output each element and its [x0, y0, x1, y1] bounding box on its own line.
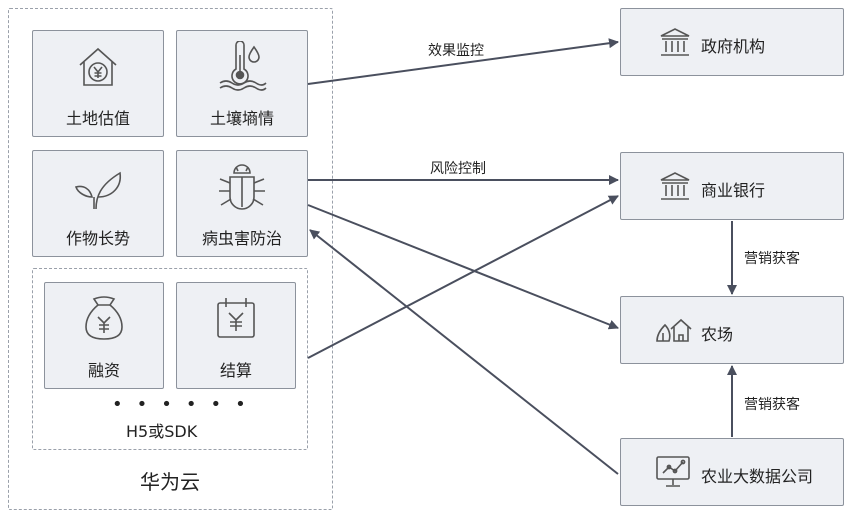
edge-label-marketing-company-farm: 营销获客 [744, 397, 800, 413]
farm-house-icon [655, 317, 693, 347]
platform-name: 华为云 [140, 470, 200, 494]
entity-agri-data-company: 农业大数据公司 [620, 438, 844, 506]
money-bag-icon [82, 293, 126, 347]
tile-crop-growth: 作物长势 [32, 150, 164, 257]
tile-financing: 融资 [44, 282, 164, 389]
tile-label: 结算 [219, 361, 252, 380]
tile-settlement: 结算 [176, 282, 296, 389]
tile-pest-control: 病虫害防治 [176, 150, 308, 257]
government-building-icon [659, 27, 691, 61]
tile-label: 作物长势 [65, 229, 130, 248]
edge-label-risk-control: 风险控制 [430, 161, 486, 177]
monitor-chart-icon [655, 455, 691, 493]
bug-icon [216, 163, 268, 217]
house-yuan-icon [74, 43, 122, 95]
sdk-group-label: H5或SDK [126, 422, 198, 441]
tile-label: 病虫害防治 [201, 229, 282, 248]
entity-label: 农业大数据公司 [701, 467, 814, 486]
arrow-soil-to-government [307, 38, 619, 85]
sdk-group-frame [32, 268, 308, 450]
arrow-company-to-pest [309, 229, 619, 475]
tile-label: 土地估值 [65, 109, 130, 128]
entity-government: 政府机构 [620, 8, 844, 76]
more-dots: •••••• [112, 394, 260, 415]
entity-label: 商业银行 [701, 181, 766, 200]
arrow-pest-to-farm [307, 204, 619, 330]
edge-label-marketing-bank-farm: 营销获客 [744, 251, 800, 267]
tile-label: 融资 [87, 361, 120, 380]
entity-label: 政府机构 [701, 37, 766, 56]
calendar-yuan-icon [213, 295, 259, 345]
entity-bank: 商业银行 [620, 152, 844, 220]
tile-soil-moisture: 土壤墒情 [176, 30, 308, 137]
sprout-leaf-icon [70, 167, 126, 215]
huawei-cloud-frame [8, 8, 333, 510]
entity-label: 农场 [701, 325, 734, 344]
tile-land-valuation: 土地估值 [32, 30, 164, 137]
entity-farm: 农场 [620, 296, 844, 364]
arrow-settlement-to-bank [307, 195, 619, 359]
edge-label-effect-monitoring: 效果监控 [428, 43, 484, 59]
tile-label: 土壤墒情 [209, 109, 274, 128]
bank-building-icon [659, 171, 691, 205]
thermometer-water-icon [216, 40, 268, 95]
